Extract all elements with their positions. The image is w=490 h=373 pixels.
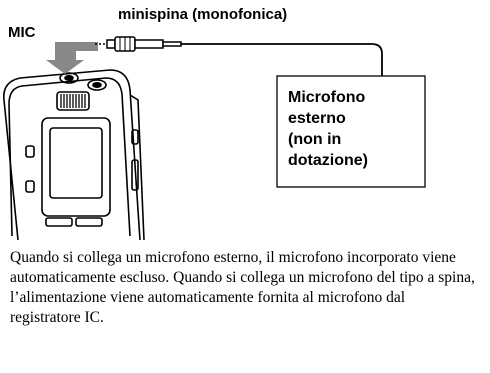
description-text: Quando si collega un microfono esterno, … (10, 249, 475, 326)
connection-diagram: minispina (monofonica) MIC (3, 6, 426, 240)
mic-box-line-1: Microfono (288, 89, 366, 106)
insert-arrow-icon (46, 42, 98, 74)
mini-plug-icon (95, 36, 182, 52)
mic-box-line-3: (non in (288, 131, 341, 148)
microphone-cable (181, 43, 383, 76)
plug-label: minispina (monofonica) (118, 6, 287, 23)
mic-box-line-2: esterno (288, 110, 346, 127)
ic-recorder-device (3, 69, 145, 240)
mic-jack-label: MIC (8, 24, 36, 41)
external-microphone-box: Microfono esterno (non in dotazione) (276, 75, 426, 188)
mic-box-line-4: dotazione) (288, 152, 368, 169)
